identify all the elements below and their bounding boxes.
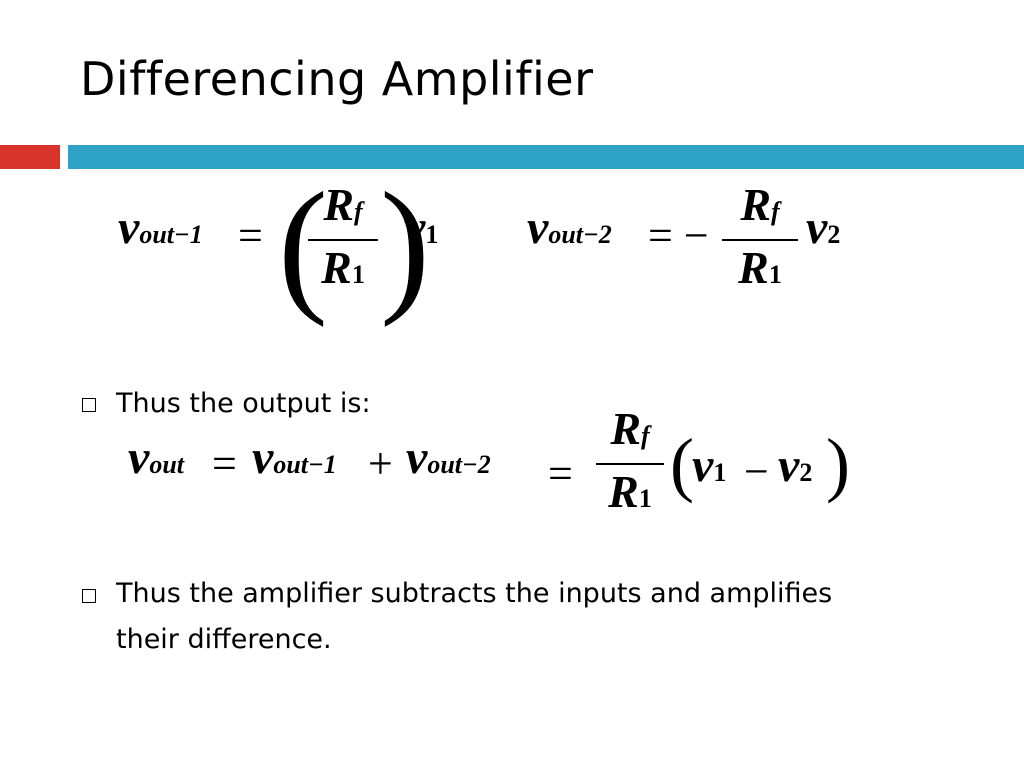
eq1-fraction: Rf R1 — [308, 180, 378, 300]
bullet-1-text: Thus the output is: — [116, 388, 371, 419]
eq4-minus: − — [744, 447, 769, 496]
eq2-lhs-var: v — [527, 201, 549, 254]
eq4-den-sub: 1 — [638, 484, 652, 513]
eq3-equals: = — [212, 439, 237, 488]
eq1-num-sub: f — [354, 197, 363, 226]
eq3-lhs-sub: out — [149, 450, 184, 479]
eq1-den-sub: 1 — [351, 260, 365, 289]
eq1-den: R — [321, 242, 352, 293]
eq4-fraction: Rf R1 — [596, 404, 664, 524]
eq4-frac-line — [596, 463, 664, 465]
eq4-right-paren: ) — [826, 424, 850, 504]
eq4-den: R — [608, 466, 639, 517]
bullet-2-line1: Thus the amplifier subtracts the inputs … — [116, 578, 833, 609]
eq4-b-sub: 2 — [799, 458, 813, 487]
eq1-left-paren: ( — [278, 162, 328, 328]
eq1-rhs-sub: 1 — [425, 220, 439, 249]
eq2-equals: = − — [648, 211, 709, 260]
eq3-plus: + — [368, 439, 393, 488]
eq2-den-sub: 1 — [768, 260, 782, 289]
eq4-num-sub: f — [641, 421, 650, 450]
bullet-2-line2: their difference. — [116, 624, 332, 655]
eq3-t1-sub: out−1 — [273, 450, 337, 479]
eq2-fraction: Rf R1 — [722, 180, 798, 300]
eq3-t2-sub: out−2 — [427, 450, 491, 479]
accent-bar-blue — [68, 145, 1024, 169]
eq4-b-var: v — [778, 439, 800, 492]
eq4-a-sub: 1 — [713, 458, 727, 487]
eq1-right-paren: ) — [380, 162, 430, 328]
eq3-lhs-var: v — [128, 431, 150, 484]
slide-title: Differencing Amplifier — [80, 52, 594, 106]
eq2-den: R — [738, 242, 769, 293]
eq4-left-paren: ( — [670, 424, 694, 504]
eq1-rhs-var: v — [404, 201, 426, 254]
eq4-equals: = — [548, 449, 573, 498]
eq1-lhs-sub: out−1 — [139, 220, 203, 249]
eq4-num: R — [610, 403, 641, 454]
eq1-num: R — [323, 179, 354, 230]
eq2-frac-line — [722, 239, 798, 241]
eq1-frac-line — [308, 239, 378, 241]
eq3-t1-var: v — [252, 431, 274, 484]
eq2-rhs-sub: 2 — [827, 220, 841, 249]
eq1-equals: = — [238, 211, 263, 260]
bullet-square-icon — [82, 398, 96, 412]
eq4-a-var: v — [692, 439, 714, 492]
accent-bar-red — [0, 145, 60, 169]
eq1-lhs-var: v — [118, 201, 140, 254]
bullet-square-icon — [82, 589, 96, 603]
bullet-2-text: Thus the amplifier subtracts the inputs … — [116, 571, 996, 663]
eq2-lhs-sub: out−2 — [548, 220, 612, 249]
eq3-t2-var: v — [406, 431, 428, 484]
eq2-num: R — [740, 179, 771, 230]
eq2-num-sub: f — [771, 197, 780, 226]
eq2-rhs-var: v — [806, 201, 828, 254]
